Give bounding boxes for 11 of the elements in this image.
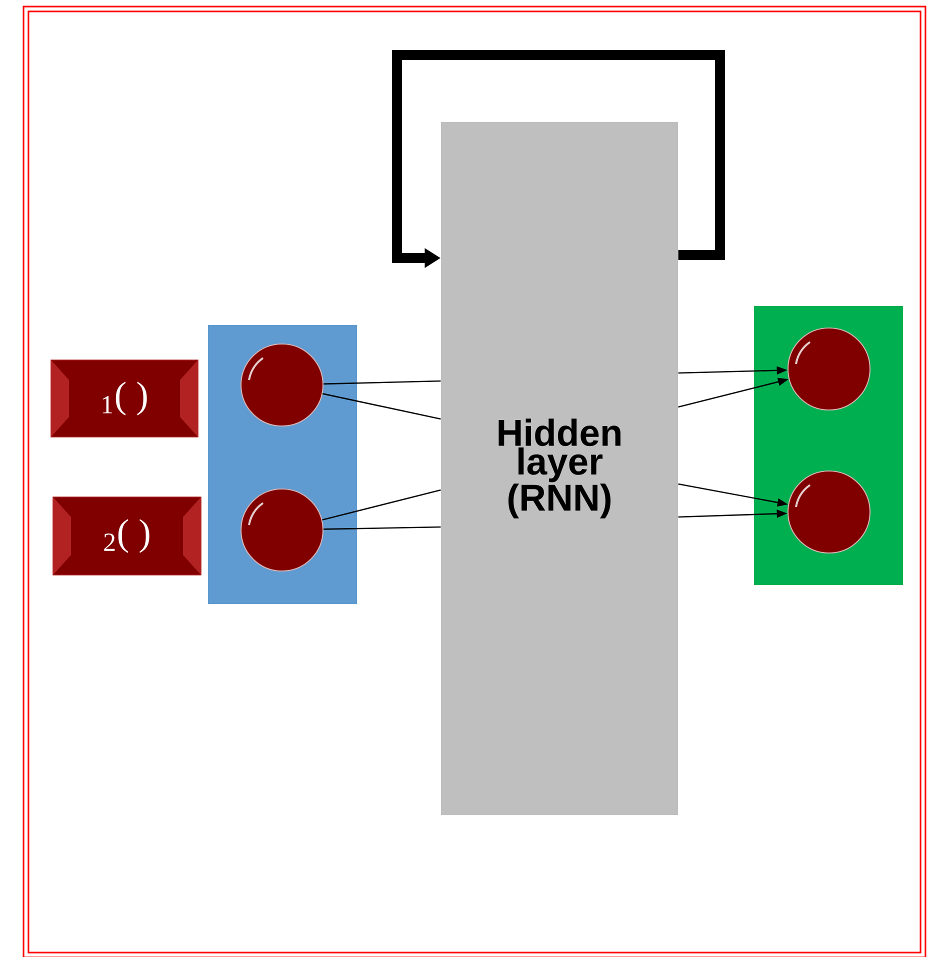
connection-line [322,393,441,420]
neuron-circle [240,343,324,427]
input-box: $_{1}$( ) [50,360,198,438]
neuron-circle [787,470,871,554]
connection-line [324,526,441,530]
hidden-layer-box: Hidden layer (RNN) [441,122,678,815]
connection-line [324,380,441,385]
neuron-circle [787,327,871,411]
neuron-circle [240,488,324,572]
input-box: $_{2}$( ) [52,496,202,576]
connection-line [322,489,441,520]
